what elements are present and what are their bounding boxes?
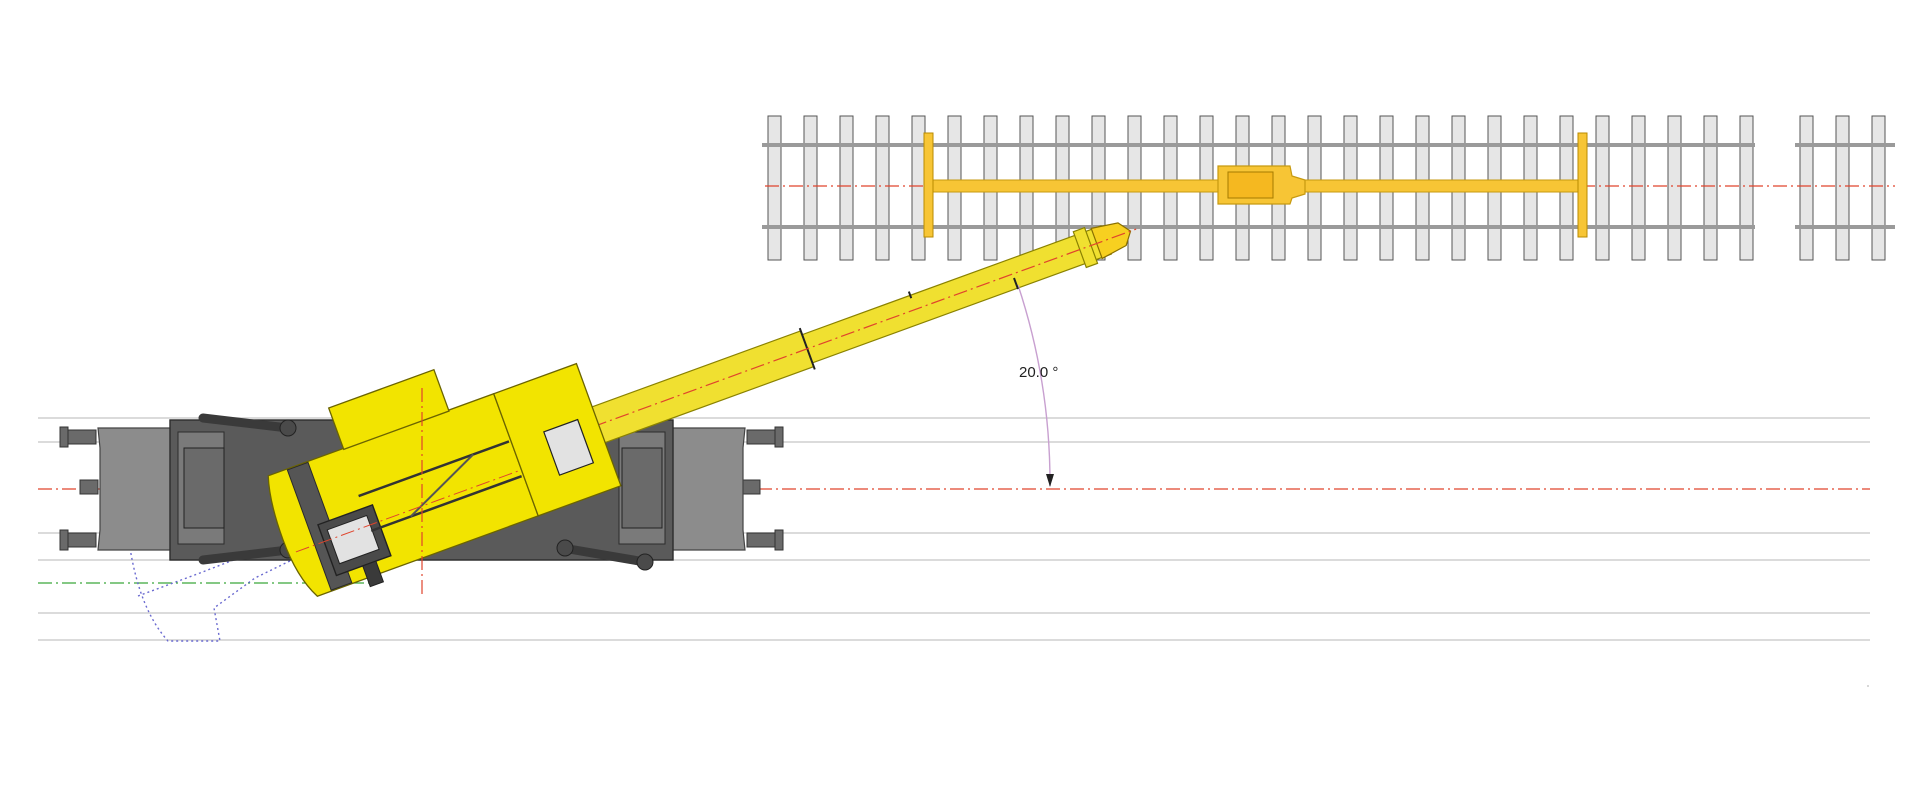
buffers-left [59, 426, 99, 551]
outrigger-arms [198, 413, 650, 567]
boom-foot-beam [358, 440, 510, 498]
angle-arrowhead [1046, 474, 1054, 487]
sleeper [911, 115, 926, 261]
sleeper [1799, 115, 1814, 261]
lifting-beam-end-right [1577, 132, 1588, 238]
bogie-window-left [183, 447, 225, 529]
boom-foot-beam-low [370, 474, 523, 533]
boom-head [1090, 222, 1132, 260]
sleeper [1595, 115, 1610, 261]
sleeper [1667, 115, 1682, 261]
cab-window [326, 514, 380, 565]
sleeper [1631, 115, 1646, 261]
angle-dimension: 20.0 ° [1013, 277, 1058, 487]
buffers-right [741, 426, 784, 551]
sleeper [767, 115, 782, 261]
angle-label: 20.0 ° [1019, 364, 1058, 381]
sleeper [803, 115, 818, 261]
angle-arc [1017, 284, 1051, 487]
sleeper [875, 115, 890, 261]
sleeper [839, 115, 854, 261]
cab-step [362, 560, 385, 588]
sleeper [1703, 115, 1718, 261]
hook-block-inner [1227, 171, 1274, 199]
angle-tick [1013, 277, 1019, 290]
sleeper [1871, 115, 1886, 261]
crane-superstructure [267, 222, 1137, 597]
boom-tick [907, 291, 913, 299]
bogie-right [664, 427, 746, 551]
rear-window-pane [543, 418, 595, 476]
sleeper [1835, 115, 1850, 261]
corner-mark [1867, 685, 1869, 687]
lifting-beam-end-left [923, 132, 934, 238]
lifting-beam [923, 132, 1588, 238]
bogie-left [97, 427, 179, 551]
bogie-window-right [621, 447, 663, 529]
sleeper [1739, 115, 1754, 261]
counterweight-block [327, 368, 450, 451]
